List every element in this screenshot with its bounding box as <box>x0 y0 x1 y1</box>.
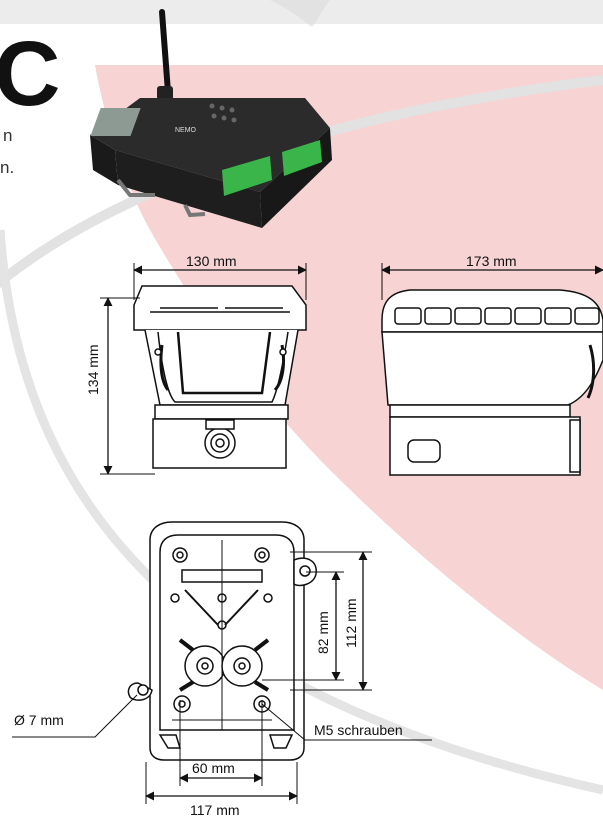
label-hole-diameter: Ø 7 mm <box>14 712 64 728</box>
intro-text-line-2: n. <box>0 158 15 177</box>
antenna-base <box>157 86 173 100</box>
label-front-width: 130 mm <box>186 253 237 269</box>
label-front-height: 134 mm <box>85 344 101 395</box>
pink-accent-shape <box>95 65 603 690</box>
label-side-width: 173 mm <box>466 253 517 269</box>
label-bottom-inner-height: 82 mm <box>315 611 331 654</box>
label-bottom-inner-width: 60 mm <box>192 760 235 776</box>
bottom-view-drawing <box>127 521 317 761</box>
label-screws: M5 schrauben <box>314 722 403 738</box>
front-view-drawing <box>133 285 307 469</box>
device-photo: NEMO <box>90 9 332 228</box>
brand-label: NEMO <box>175 127 197 134</box>
logo-partial: C <box>0 23 61 125</box>
label-bottom-outer-width: 117 mm <box>190 802 240 818</box>
side-view-drawing <box>381 289 603 476</box>
antenna <box>159 9 171 95</box>
green-connector-right <box>282 140 322 176</box>
leader-hole <box>12 694 138 738</box>
leader-screws <box>261 703 432 741</box>
label-bottom-outer-height: 112 mm <box>343 598 359 648</box>
top-shadow <box>270 0 330 27</box>
green-connector-left <box>222 156 272 196</box>
intro-text-line-1: n <box>3 126 13 145</box>
lcd-display <box>90 108 141 136</box>
